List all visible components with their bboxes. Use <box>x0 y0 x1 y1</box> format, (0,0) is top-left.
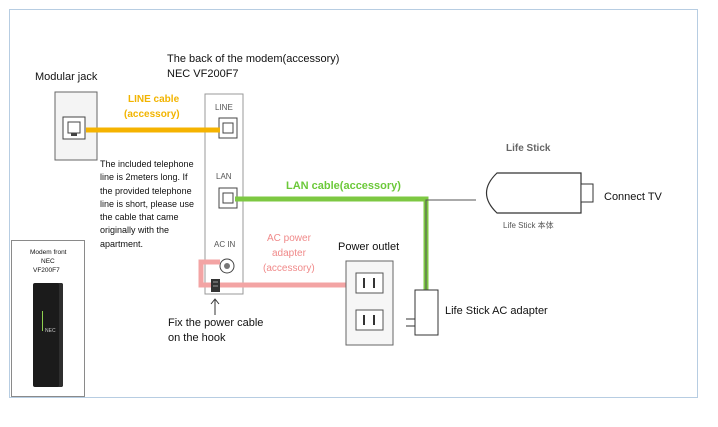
life-stick-device <box>485 172 594 214</box>
status-led-icon <box>42 311 43 331</box>
life-stick-ac-adapter <box>406 199 476 336</box>
hook-caption-line-2: on the hook <box>168 332 226 344</box>
modem-front-brand: NEC <box>41 258 55 265</box>
power-outlet-label: Power outlet <box>338 241 400 253</box>
lan-cable-label: LAN cable(accessory) <box>286 180 401 192</box>
ac-adapter-label-3: (accessory) <box>263 263 315 274</box>
modem-front-inset: Modem front NEC VF200F7 NEC <box>11 240 85 397</box>
power-outlet <box>345 260 394 346</box>
life-stick-ac-adapter-label: Life Stick AC adapter <box>445 305 548 317</box>
modem-front-logo: NEC <box>45 328 56 334</box>
power-cable <box>198 259 360 288</box>
modem-back-panel <box>204 93 244 295</box>
port-acin-label: AC IN <box>214 240 236 249</box>
ac-adapter-label-2: adapter <box>272 248 306 259</box>
modular-jack-label: Modular jack <box>35 71 98 83</box>
line-cable-label-2: (accessory) <box>124 109 180 120</box>
modem-front-device: NEC <box>33 283 63 387</box>
modem-front-model: VF200F7 <box>33 267 60 274</box>
line-cable-label-1: LINE cable <box>128 94 180 105</box>
diagram-frame <box>9 9 698 398</box>
connect-tv-label: Connect TV <box>604 191 662 203</box>
ac-adapter-label-1: AC power <box>267 233 311 244</box>
modem-back-title: The back of the modem(accessory) <box>167 53 340 65</box>
life-stick-label: Life Stick <box>506 143 551 154</box>
modular-jack-wall-plate <box>54 91 98 161</box>
hook-caption-line-1: Fix the power cable <box>168 317 264 329</box>
life-stick-body-label: Life Stick 本体 <box>503 221 554 230</box>
modem-front-label: Modem front <box>30 249 67 256</box>
modem-model-label: NEC VF200F7 <box>167 68 239 80</box>
telephone-line-note: The included telephone line is 2meters l… <box>100 159 195 249</box>
cable-hook <box>210 279 220 315</box>
port-lan-label: LAN <box>216 172 232 181</box>
port-line-label: LINE <box>215 103 233 112</box>
